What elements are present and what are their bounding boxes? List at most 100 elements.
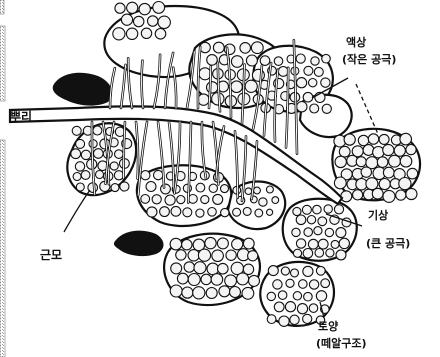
soil-particle — [201, 274, 211, 284]
soil-particle — [251, 42, 263, 54]
soil-particle — [339, 238, 349, 248]
soil-particle — [286, 279, 294, 287]
soil-particle — [318, 217, 327, 226]
soil-particle — [368, 134, 378, 144]
soil-particle — [196, 209, 204, 217]
soil-particle — [267, 209, 273, 215]
soil-particle — [248, 251, 258, 261]
soil-particle — [213, 194, 223, 204]
soil-particle — [72, 126, 81, 135]
soil-particle — [134, 16, 144, 26]
soil-particle — [165, 195, 175, 205]
soil-particle — [245, 188, 252, 195]
soil-particle — [139, 3, 150, 14]
soil-particle — [121, 14, 132, 25]
soil-particle — [344, 134, 355, 145]
soil-particle — [299, 280, 308, 289]
soil-particle — [233, 208, 241, 216]
soil-particle — [71, 149, 81, 159]
soil-particle — [389, 155, 401, 167]
soil-particle — [314, 67, 323, 76]
soil-particle — [322, 104, 331, 113]
soil-particle — [113, 28, 125, 40]
soil-particle — [307, 216, 315, 224]
soil-particle — [302, 205, 311, 214]
soil-particle — [406, 188, 417, 199]
soil-particle — [304, 292, 313, 301]
soil-particle — [272, 197, 279, 204]
soil-particle — [383, 190, 395, 202]
soil-particle — [221, 208, 229, 216]
soil-particle — [127, 2, 138, 13]
soil-particle — [293, 249, 301, 257]
soil-particle — [114, 171, 123, 180]
soil-particle — [290, 315, 299, 324]
soil-particle — [267, 292, 275, 300]
soil-particle — [316, 266, 325, 275]
soil-particle — [171, 263, 182, 274]
soil-particle — [266, 186, 273, 193]
soil-particle — [212, 250, 224, 262]
leader-micropore-b — [356, 84, 378, 134]
aggregate-label-line1: 토양 — [318, 319, 338, 333]
soil-particle — [207, 55, 218, 66]
aggregate-label-line2: (떼알구조) — [316, 336, 367, 350]
left-frame-strips — [0, 0, 5, 357]
soil-particle — [76, 183, 84, 191]
soil-particle — [334, 205, 343, 214]
soil-particle — [285, 302, 295, 312]
soil-particle — [314, 227, 322, 235]
root-label: 뿌리 — [10, 109, 32, 124]
soil-particle — [336, 250, 346, 260]
soil-particle — [399, 178, 411, 190]
soil-particle — [296, 54, 305, 63]
soil-particle — [225, 275, 237, 287]
soil-particle — [310, 104, 319, 113]
soil-particle — [182, 240, 192, 250]
soil-particle — [243, 238, 254, 249]
soil-particle — [148, 16, 158, 26]
soil-particle — [255, 209, 263, 217]
soil-particle — [94, 149, 104, 159]
soil-particle — [231, 81, 243, 93]
soil-particle — [205, 237, 216, 248]
soil-particle — [126, 28, 137, 39]
soil-particle — [237, 273, 249, 285]
soil-particle — [358, 135, 368, 145]
soil-particle — [155, 29, 166, 40]
soil-particle — [115, 150, 124, 159]
soil-particle — [339, 146, 350, 157]
soil-particle — [206, 288, 217, 299]
soil-particle — [379, 134, 389, 144]
soil-particle — [170, 238, 182, 250]
soil-particle — [297, 304, 307, 314]
soil-particle — [207, 263, 219, 275]
soil-particle — [309, 304, 318, 313]
soil-particle — [281, 267, 289, 275]
soil-particle — [279, 316, 289, 326]
soil-particle — [297, 102, 307, 112]
soil-particle — [249, 275, 260, 286]
soil-particle — [274, 302, 284, 312]
soil-particle — [183, 208, 192, 217]
soil-particle — [278, 67, 288, 77]
soil-particle — [177, 196, 185, 204]
soil-particle — [141, 28, 151, 38]
soil-particle — [115, 3, 125, 13]
soil-particle — [230, 287, 241, 298]
soil-particle — [336, 228, 346, 238]
soil-particle — [207, 82, 218, 93]
micropore-label-line1: 액상 — [346, 35, 366, 49]
macropore-label-line2: (큰 공극) — [366, 237, 410, 250]
soil-particle — [400, 155, 412, 167]
soil-particle — [304, 228, 313, 237]
soil-particle — [141, 195, 150, 204]
soil-particle — [260, 56, 270, 66]
soil-particle — [278, 291, 287, 300]
soil-particle — [158, 16, 170, 28]
soil-particle — [201, 195, 209, 203]
soil-particle — [217, 238, 228, 249]
soil-particle — [383, 144, 394, 155]
soil-particle — [213, 42, 224, 53]
soil-particle — [335, 156, 346, 167]
